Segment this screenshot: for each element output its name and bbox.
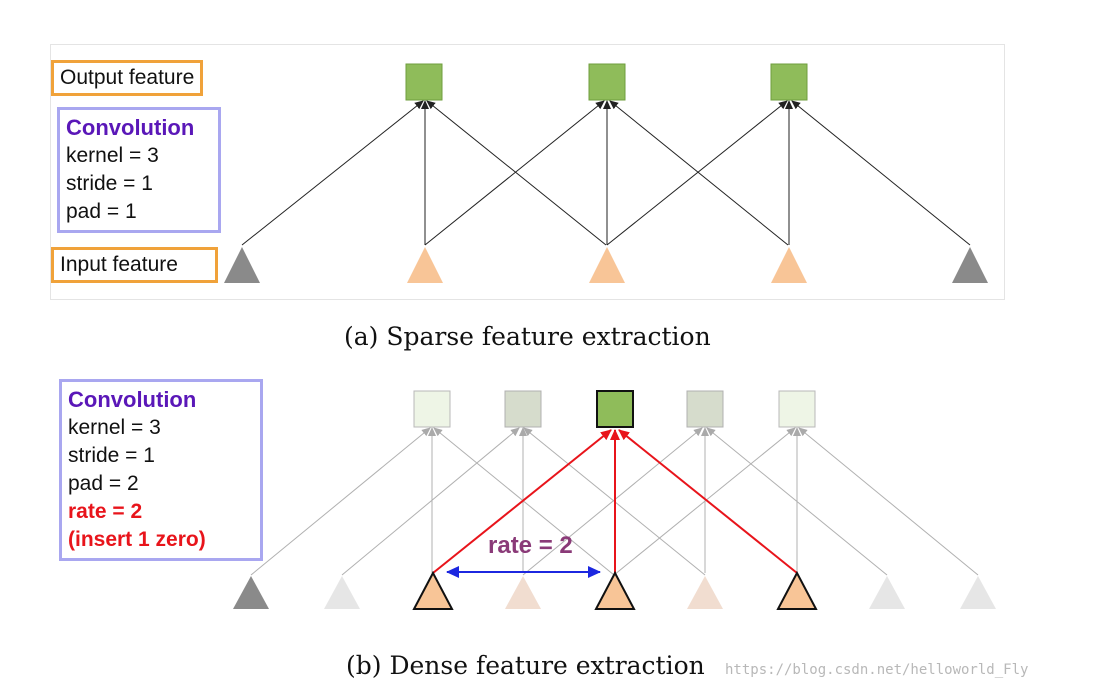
output-square [588,63,626,101]
connection-line [798,427,979,576]
active-connection-line [432,429,612,574]
param-rate: rate = 2 [68,500,143,523]
sparse-connections [241,100,971,246]
param-stride: stride = 1 [66,172,153,195]
input-triangle [589,247,625,283]
param-pad: pad = 2 [68,472,139,495]
input-triangle-active [776,570,818,610]
caption-sparse: (a) Sparse feature extraction [344,322,711,351]
connection-line [613,427,796,576]
connection-line [250,427,431,576]
input-triangle [771,247,807,283]
sparse-conv-params: Convolution kernel = 3 stride = 1 pad = … [57,107,221,233]
input-feature-label: Input feature [51,247,218,283]
caption-dense: (b) Dense feature extraction [346,651,705,680]
dense-active-connections [432,429,798,574]
output-square [778,390,816,428]
input-triangle-active [412,570,454,610]
pad-triangle [224,247,260,283]
active-connection-line [618,429,798,574]
pad-triangle [233,576,269,609]
output-square [686,390,724,428]
dense-output-features [413,390,816,428]
connection-line [522,427,703,576]
connection-line [424,100,605,246]
input-triangle-inactive [687,576,723,609]
conv-title: Convolution [66,115,195,140]
input-triangle-active [594,570,636,610]
dense-conv-params: Convolution kernel = 3 stride = 1 pad = … [59,379,263,561]
dense-gray-connections [250,427,979,576]
output-square [405,63,443,101]
param-pad: pad = 1 [66,200,137,223]
sparse-input-features [224,247,988,283]
connection-line [791,100,971,246]
rate-annotation: rate = 2 [488,532,573,559]
inserted-zero-triangle [960,576,996,609]
connection-line [606,100,788,246]
dense-input-features [233,570,996,610]
output-square [413,390,451,428]
inserted-zero-triangle [869,576,905,609]
output-square [770,63,808,101]
param-kernel: kernel = 3 [66,144,159,167]
connection-line [426,100,607,246]
watermark: https://blog.csdn.net/helloworld_Fly [725,662,1029,678]
connection-line [433,427,615,576]
input-triangle-inactive [505,576,541,609]
input-triangle [407,247,443,283]
output-square-highlighted [596,390,634,428]
param-stride: stride = 1 [68,444,155,467]
sparse-output-features [405,63,808,101]
param-rate-note: (insert 1 zero) [68,528,206,551]
param-kernel: kernel = 3 [68,416,161,439]
connection-line [341,427,520,576]
pad-triangle [952,247,988,283]
connection-line [609,100,789,246]
conv-title: Convolution [68,387,197,412]
inserted-zero-triangle [324,576,360,609]
connection-line [241,100,424,246]
output-square [504,390,542,428]
output-feature-label: Output feature [51,60,204,96]
